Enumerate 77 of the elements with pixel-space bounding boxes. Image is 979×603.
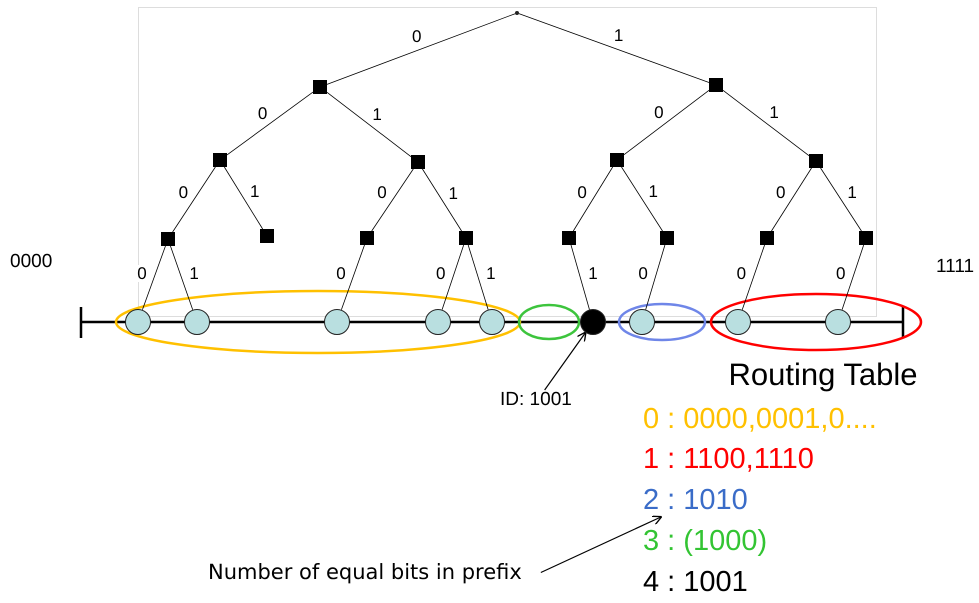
tree-node-square: [360, 231, 374, 245]
edge-label: 0: [178, 184, 190, 201]
tree-edge: [371, 168, 414, 232]
edge-label: 0: [835, 264, 847, 282]
edge-label: 0: [736, 264, 748, 282]
tree-edge: [645, 244, 666, 310]
tree-edge: [570, 244, 590, 310]
tree-node-square: [562, 231, 576, 245]
tree-node-square: [809, 154, 823, 168]
leaf-node-circle: [184, 309, 210, 335]
tree-edge: [468, 244, 489, 310]
edge-label: 1: [371, 106, 383, 123]
tree-edge: [442, 244, 464, 310]
edge-label: 0: [637, 265, 649, 282]
tree-node-square: [459, 231, 473, 245]
tree-edge: [142, 246, 166, 310]
root-point: [515, 11, 519, 15]
leaf-node-circle: [125, 309, 151, 335]
tree-node-square: [859, 231, 873, 245]
leaf-node-circle: [324, 309, 350, 335]
tree-edge: [842, 244, 864, 310]
table-row: 1 : 1100,1110: [643, 444, 814, 476]
tree-node-square: [260, 229, 274, 243]
leader-arrow: [544, 331, 587, 390]
tree-edge: [422, 168, 462, 232]
leaf-node-circle: [479, 309, 505, 335]
leaf-node-circle: [629, 309, 655, 335]
edge-label: 1: [249, 182, 261, 200]
tree-edge: [771, 168, 812, 232]
tree-node-square: [213, 153, 227, 167]
endpoint-label: 0000: [10, 252, 52, 272]
table-row: 0 : 0000,0001,0....: [643, 404, 877, 436]
edge-label: 0: [136, 264, 148, 282]
edge-label: 1: [485, 264, 497, 282]
tree-node-square: [660, 231, 674, 245]
tree-edge: [722, 90, 810, 156]
tree-edge: [224, 166, 264, 230]
edge-label: 0: [256, 104, 268, 122]
tree-edge: [820, 168, 862, 232]
tree-node-square: [313, 80, 327, 94]
tree-edge: [170, 246, 194, 310]
tree-edge: [742, 244, 765, 310]
table-row: 2 : 1010: [643, 485, 748, 517]
tree-edge: [340, 244, 365, 310]
leader-arrow: [540, 516, 662, 574]
tree-edge: [518, 13, 710, 83]
tree-node-square: [411, 155, 425, 169]
edge-label: 0: [576, 184, 588, 201]
id-label: ID: 1001: [500, 390, 572, 410]
edge-label: 1: [447, 184, 459, 202]
edge-label: 0: [435, 264, 447, 282]
tree-edge: [326, 92, 412, 158]
edge-label: 0: [775, 184, 786, 202]
leaf-node-circle: [425, 309, 451, 335]
annotation-text: Number of equal bits in prefix: [208, 560, 522, 584]
table-row: 3 : (1000): [643, 526, 768, 558]
tree-edge: [572, 166, 614, 232]
leaf-node-circle: [725, 309, 751, 335]
edge-label: 1: [846, 184, 858, 201]
table-heading: Routing Table: [728, 358, 918, 392]
tree-edge: [326, 13, 516, 85]
tree-node-square: [709, 78, 723, 92]
tree-edge: [621, 166, 663, 232]
leaf-node-circle: [825, 309, 851, 335]
tree-edge: [172, 166, 216, 232]
table-row: 4 : 1001: [643, 567, 748, 599]
filled-circle: [580, 309, 606, 335]
edge-label: 0: [410, 28, 422, 46]
edge-label: 0: [653, 104, 665, 121]
edge-label: 0: [335, 264, 347, 282]
tree-edge: [624, 90, 710, 156]
tree-node-square: [760, 231, 774, 245]
tree-edge: [226, 92, 314, 156]
tree-node-square: [161, 232, 175, 246]
tree-node-square: [610, 153, 624, 167]
edge-label: 0: [376, 184, 388, 202]
endpoint-label: 1111: [936, 256, 974, 278]
